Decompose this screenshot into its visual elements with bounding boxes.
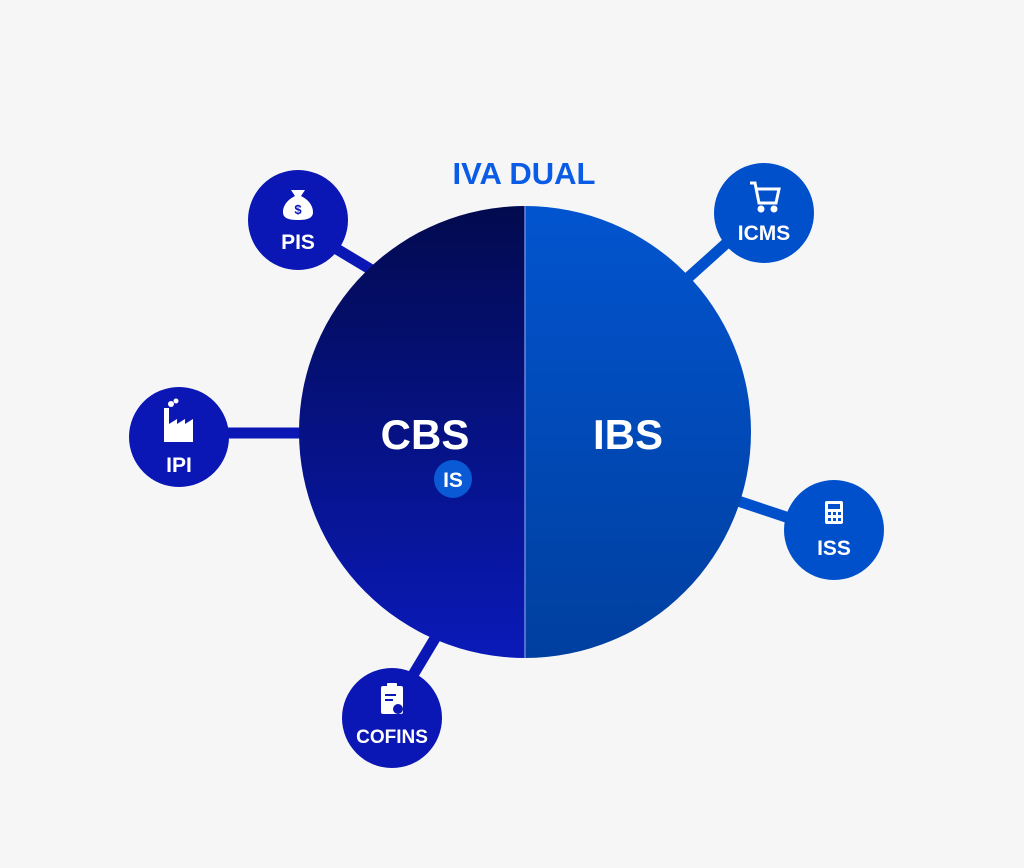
node-icms: ICMS [714, 163, 814, 263]
diagram-title: IVA DUAL [453, 156, 596, 191]
ibs-half [525, 206, 751, 658]
node-ipi: IPI [129, 387, 229, 487]
ibs-label: IBS [593, 411, 663, 458]
node-iss: ISS [784, 480, 884, 580]
node-pis: $ PIS [248, 170, 348, 270]
svg-text:ICMS: ICMS [738, 222, 791, 245]
cbs-label: CBS [381, 411, 470, 458]
svg-text:ISS: ISS [817, 537, 851, 560]
factory-icon [164, 398, 193, 442]
money-bag-icon: $ [283, 190, 313, 220]
is-badge [434, 460, 472, 498]
svg-text:COFINS: COFINS [356, 727, 428, 748]
shopping-cart-icon [750, 181, 781, 213]
svg-text:PIS: PIS [281, 231, 315, 254]
is-badge-label: IS [443, 469, 463, 492]
svg-text:IPI: IPI [166, 454, 192, 477]
clipboard-icon [381, 683, 403, 714]
calculator-icon [825, 501, 843, 524]
cbs-half [299, 206, 525, 658]
svg-text:$: $ [294, 202, 302, 217]
node-cofins: COFINS [342, 668, 442, 768]
